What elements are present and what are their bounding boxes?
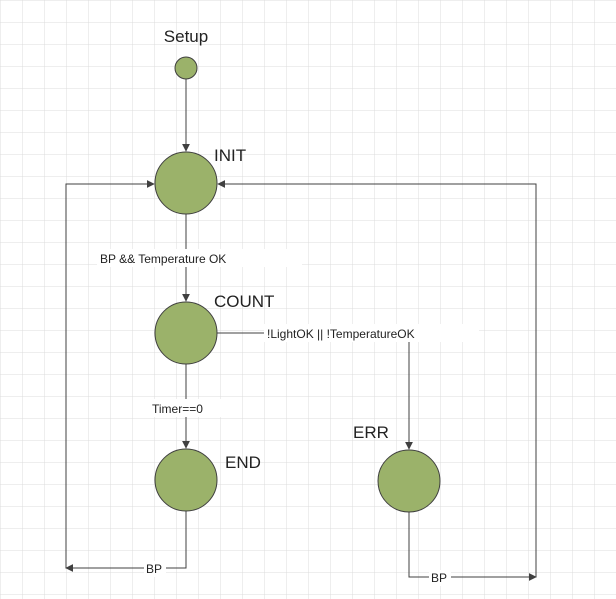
init-label: INIT [214,146,246,165]
init-state[interactable] [154,151,218,215]
end-label: END [225,453,261,472]
transition-count-to-err-label: !LightOK || !TemperatureOK [267,327,415,341]
transition-init-to-count-label: BP && Temperature OK [100,252,226,266]
transition-end-to-init-label: BP [146,562,162,576]
end-state[interactable] [154,448,218,512]
label-bg [97,249,302,267]
label-bg [150,399,222,417]
count-state[interactable] [154,301,218,365]
transition-count-to-end-label: Timer==0 [152,402,203,416]
err-state[interactable] [377,449,441,513]
label-bg [264,324,479,342]
setup-label: Setup [164,27,208,46]
transition-err-to-init-label: BP [431,571,447,585]
label-bg [429,570,451,586]
err-label: ERR [353,423,389,442]
label-bg [144,561,166,577]
count-label: COUNT [214,292,274,311]
setup-initial-state[interactable] [174,56,198,80]
